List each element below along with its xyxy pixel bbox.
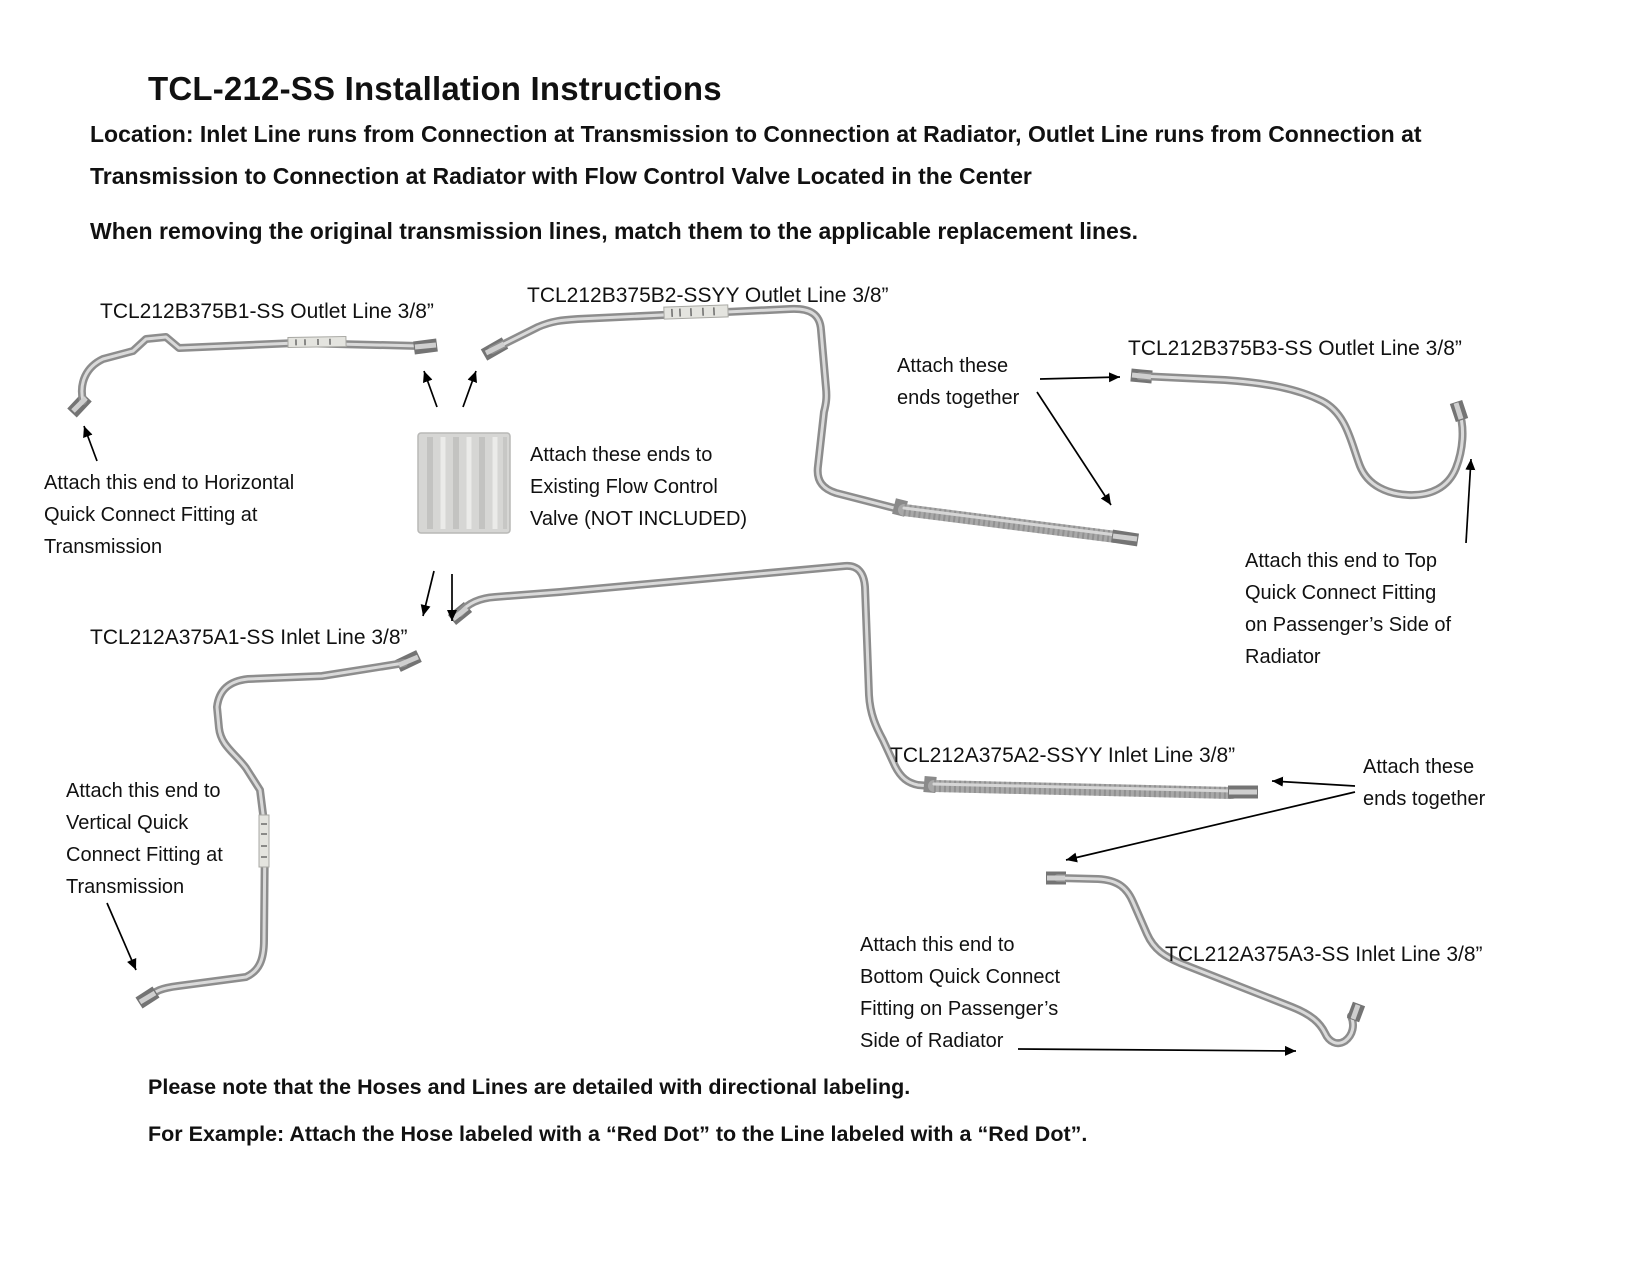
part-label-a1: TCL212A375A1-SS Inlet Line 3/8” [90,626,408,649]
arrow-bottom-radiator-fitting [1017,1045,1297,1056]
annotation-bottom-radiator: Attach this end to Bottom Quick Connect … [860,934,1061,1052]
part-label-a3: TCL212A375A3-SS Inlet Line 3/8” [1165,943,1483,966]
tube-b1-outlet-line [67,333,438,418]
arrow-ends-together-top-b3 [1039,372,1121,383]
tube-a2-inlet-line [447,561,1258,799]
arrow-horizontal-fitting [83,425,98,462]
arrow-ends-together-right-a3 [1065,791,1356,863]
page-title: TCL-212-SS Installation Instructions [148,70,722,107]
annotation-top-radiator: Attach this end to Top Quick Connect Fit… [1245,550,1452,668]
annotation-arrows [83,370,1476,1056]
arrow-b1-end-to-valve [423,370,438,408]
tube-a1-inlet-line [135,650,422,1009]
footer-note-red-dot: For Example: Attach the Hose labeled wit… [148,1122,1088,1146]
flow-control-valve-image [417,432,511,534]
tube-b2-outlet-line [480,304,1139,547]
annotation-ends-together-top: Attach these ends together [897,355,1020,409]
part-label-a2: TCL212A375A2-SSYY Inlet Line 3/8” [890,744,1236,767]
arrow-top-radiator-fitting [1465,458,1476,544]
tube-sticker [663,304,729,320]
footer-note-labeling: Please note that the Hoses and Lines are… [148,1075,911,1099]
annotation-flow-control-valve: Attach these ends to Existing Flow Contr… [530,444,748,530]
annotation-vertical-transmission: Attach this end to Vertical Quick Connec… [66,780,223,898]
annotation-ends-together-right: Attach these ends together [1363,756,1486,810]
part-label-b3: TCL212B375B3-SS Outlet Line 3/8” [1128,337,1462,360]
arrow-vertical-fitting [106,902,137,971]
arrow-ends-together-top-b2 [1036,391,1112,506]
tube-a3-inlet-line [1046,871,1366,1048]
removal-note: When removing the original transmission … [90,218,1139,244]
annotation-horizontal-transmission: Attach this end to Horizontal Quick Conn… [44,472,295,558]
arrow-valve-to-a1-end [420,570,435,617]
location-paragraph: Location: Inlet Line runs from Connectio… [90,121,1422,189]
arrow-b2-end-to-valve [462,370,477,408]
part-label-b2: TCL212B375B2-SSYY Outlet Line 3/8” [527,284,889,307]
arrow-ends-together-right-a2 [1271,776,1356,787]
tube-b3-outlet-line [1130,368,1469,500]
tube-sticker [287,335,347,349]
part-label-b1: TCL212B375B1-SS Outlet Line 3/8” [100,300,434,323]
tube-sticker [258,814,270,868]
